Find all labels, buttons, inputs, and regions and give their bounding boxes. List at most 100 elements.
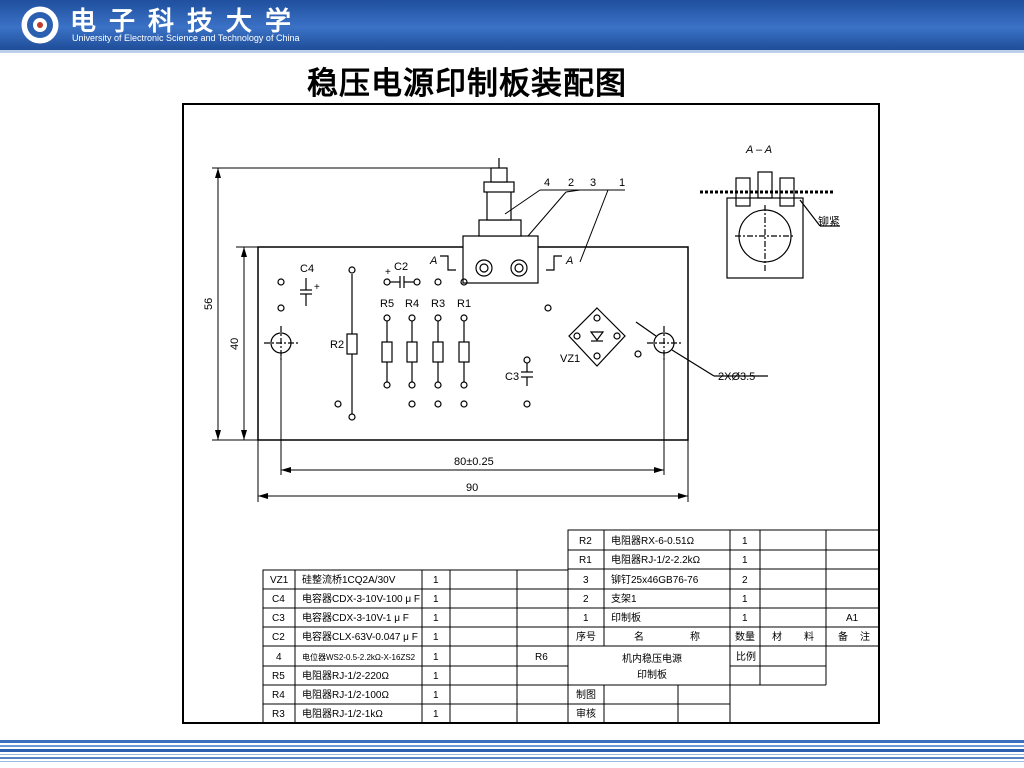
dim-80: 80±0.25	[454, 456, 494, 468]
bom-left-qty-1: 1	[433, 594, 439, 605]
callout-leaders	[504, 189, 625, 263]
bom-left-ref-0: VZ1	[270, 575, 289, 586]
bom-left-ref-2: C3	[272, 613, 285, 624]
capacitor-c2	[348, 266, 468, 288]
bom-left-rows: VZ1 硅整流桥1CQ2A/30V 1 C4 电容器CDX-3-10V-100 …	[270, 573, 548, 720]
dim-90: 90	[466, 482, 478, 494]
callout-1: 1	[619, 177, 625, 189]
callout-4: 4	[544, 177, 550, 189]
bom-left-desc-7: 电阻器RJ-1/2-1kΩ	[302, 707, 383, 720]
bom-right-qty-1: 1	[742, 555, 748, 566]
bom-right-desc-3: 支架1	[611, 593, 637, 605]
university-name-en: University of Electronic Science and Tec…	[72, 33, 300, 43]
header-bar: 电子科技大学 University of Electronic Science …	[0, 0, 1024, 50]
label-c2: C2	[394, 261, 408, 273]
dim-56: 56	[203, 298, 215, 310]
bridge-rectifier-vz1	[568, 307, 642, 367]
plus-c4: +	[314, 282, 320, 293]
bom-header-mat1: 材	[772, 630, 782, 643]
bom-right-qty-2: 2	[742, 575, 748, 586]
label-r2: R2	[330, 339, 344, 351]
bom-header-note1: 备	[838, 630, 848, 643]
bom-left-qty-3: 1	[433, 632, 439, 643]
bom-right-ref-3: 2	[583, 594, 589, 605]
callout-2: 2	[568, 177, 574, 189]
bom-left-qty-2: 1	[433, 613, 439, 624]
capacitor-c3	[521, 304, 552, 408]
bom-left-note-4: R6	[535, 652, 548, 663]
drawing-frame	[182, 103, 880, 724]
bom-left-ref-3: C2	[272, 632, 285, 643]
bom-left-desc-0: 硅整流桥1CQ2A/30V	[302, 573, 396, 586]
bom-left-qty-7: 1	[433, 709, 439, 720]
bom-header-no: 序号	[576, 630, 596, 643]
dimension-lines	[212, 167, 689, 502]
label-r3: R3	[431, 298, 445, 310]
bom-right-qty-4: 1	[742, 613, 748, 624]
bom-right-qty-3: 1	[742, 594, 748, 605]
bom-left-ref-6: R4	[272, 690, 285, 701]
page-title: 稳压电源印制板装配图	[307, 66, 627, 102]
callout-3: 3	[590, 177, 596, 189]
bom-left-desc-1: 电容器CDX-3-10V-100 μ F	[302, 592, 420, 605]
bom-left-desc-4: 电位器WS2-0.5-2.2kΩ-X-16ZS2	[302, 652, 416, 662]
bom-right-ref-2: 3	[583, 575, 589, 586]
university-logo	[21, 6, 59, 44]
bom-left-qty-5: 1	[433, 671, 439, 682]
bom-left-qty-0: 1	[433, 575, 439, 586]
bom-right-desc-1: 电阻器RJ-1/2-2.2kΩ	[611, 553, 701, 566]
bom-right-ref-0: R2	[579, 536, 592, 547]
dim-40: 40	[229, 338, 241, 350]
section-mark-right: A	[565, 255, 573, 267]
bom-left-ref-1: C4	[272, 594, 285, 605]
bom-left-ref-5: R5	[272, 671, 285, 682]
bom-right-desc-4: 印制板	[611, 611, 641, 624]
hole-dimension: 2XØ3.5	[718, 371, 755, 383]
bom-right-rows: R2 电阻器RX-6-0.51Ω 1 R1 电阻器RJ-1/2-2.2kΩ 1 …	[576, 534, 870, 720]
bom-left-desc-5: 电阻器RJ-1/2-220Ω	[302, 669, 389, 682]
section-marks	[440, 255, 562, 271]
label-vz1: VZ1	[560, 353, 580, 365]
resistor-bank	[381, 314, 470, 408]
section-detail	[700, 171, 840, 279]
resistor-r2	[334, 274, 358, 421]
title-block-drawn: 制图	[576, 688, 596, 701]
title-block-name2: 印制板	[637, 668, 667, 681]
label-r4: R4	[405, 298, 419, 310]
bom-left-qty-4: 1	[433, 652, 439, 663]
title-block-checked: 审核	[576, 707, 596, 720]
bom-left-desc-2: 电容器CDX-3-10V-1 μ F	[302, 611, 409, 624]
bom-left-ref-7: R3	[272, 709, 285, 720]
bom-right-qty-0: 1	[742, 536, 748, 547]
label-c3: C3	[505, 371, 519, 383]
plus-c2: +	[385, 267, 391, 278]
section-mark-left: A	[429, 255, 437, 267]
bom-header-name1: 名	[634, 630, 644, 643]
university-name-cn: 电子科技大学	[70, 7, 305, 37]
bom-left-qty-6: 1	[433, 690, 439, 701]
dimension-arrows	[215, 168, 688, 499]
bom-header-qty: 数量	[735, 630, 755, 643]
bom-left-desc-3: 电容器CLX-63V-0.047 μ F	[302, 630, 418, 643]
label-r5: R5	[380, 298, 394, 310]
bom-left-desc-6: 电阻器RJ-1/2-100Ω	[302, 688, 389, 701]
bom-left-ref-4: 4	[276, 652, 282, 663]
header-divider	[0, 50, 1024, 53]
title-block-name1: 机内稳压电源	[622, 652, 682, 665]
bom-header-mat2: 料	[804, 630, 814, 643]
rivet-label: 铆紧	[818, 214, 840, 228]
bom-header-name2: 称	[690, 630, 700, 643]
bom-header-note2: 注	[860, 630, 870, 643]
footer-stripes	[0, 740, 1024, 768]
capacitor-c4	[277, 278, 312, 312]
section-label: A – A	[745, 144, 772, 156]
bom-right-ref-1: R1	[579, 555, 592, 566]
title-block-scale: 比例	[736, 650, 756, 663]
bom-right-grid	[567, 529, 880, 724]
bom-right-note-4: A1	[846, 613, 859, 624]
bom-right-desc-0: 电阻器RX-6-0.51Ω	[611, 534, 695, 547]
bom-right-desc-2: 铆钉25x46GB76-76	[611, 573, 699, 586]
bom-right-ref-4: 1	[583, 613, 589, 624]
label-r1: R1	[457, 298, 471, 310]
